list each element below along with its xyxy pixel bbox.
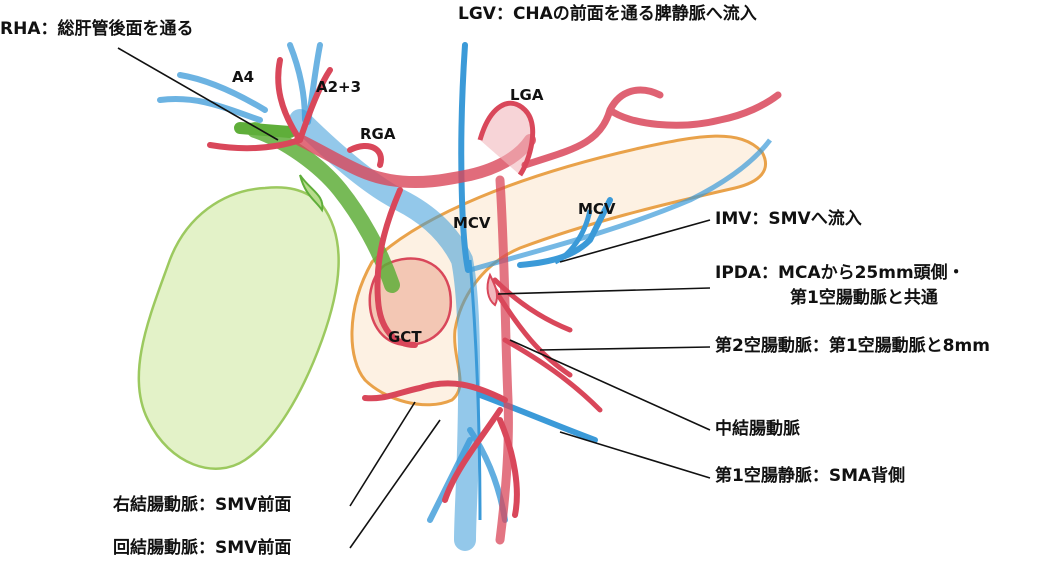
common-hepatic-artery [294, 134, 536, 189]
label-a4: A4 [232, 68, 255, 86]
leader-j2a [539, 346, 711, 351]
callout-ica: 回結腸動脈：SMV前面 [113, 538, 292, 558]
label-gct: GCT [388, 328, 422, 346]
jejunal-artery-1 [492, 277, 573, 378]
smv-trunk [468, 259, 482, 521]
leader-ica [349, 419, 441, 549]
intrahepatic-veins [157, 42, 323, 125]
leader-rha [117, 47, 279, 141]
leader-ipda [497, 287, 711, 295]
leader-mca [509, 339, 711, 431]
splenic-artery [521, 86, 782, 169]
gallbladder [137, 186, 340, 470]
label-lga: LGA [510, 86, 544, 104]
label-rga: RGA [360, 125, 396, 143]
callout-imv: IMV：SMVへ流入 [715, 209, 862, 229]
callout-lgv: LGV：CHAの前面を通る脾静脈へ流入 [458, 4, 757, 24]
gastroduodenal-artery [374, 187, 418, 348]
sma [495, 175, 513, 545]
callout-rha: RHA：総肝管後面を通る [0, 19, 194, 39]
callout-j1v: 第1空腸静脈：SMA背側 [715, 466, 906, 486]
leader-imv [559, 219, 711, 263]
callout-mca: 中結腸動脈 [715, 419, 800, 439]
hepatic-artery-branches [207, 57, 384, 168]
right-colic-artery [362, 380, 508, 403]
label-mcv-right: MCV [578, 200, 616, 218]
ipda [486, 272, 499, 307]
leader-lines [117, 47, 711, 549]
splenic-vein [469, 138, 772, 273]
ileocolic-artery [442, 407, 520, 518]
callout-ipda-line2: 第1空腸動脈と共通 [790, 288, 938, 308]
hepatic-duct-a4 [234, 122, 296, 138]
callout-j2a: 第2空腸動脈：第1空腸動脈と8mm [715, 336, 990, 356]
callout-rca: 右結腸動脈：SMV前面 [113, 495, 292, 515]
left-gastric-vein [458, 42, 471, 273]
left-gastric-artery [477, 100, 536, 177]
middle-colic-artery [502, 337, 603, 413]
cystic-duct [299, 174, 324, 213]
mcv-right-vein [553, 209, 593, 265]
label-mcv-left: MCV [453, 214, 491, 232]
callout-ipda-line1: IPDA：MCAから25mm頭側・ [715, 263, 965, 283]
leader-rca [349, 401, 416, 507]
label-a23: A2+3 [316, 78, 362, 96]
leader-j1v [559, 431, 711, 479]
jejunal-vein-1 [477, 392, 598, 443]
